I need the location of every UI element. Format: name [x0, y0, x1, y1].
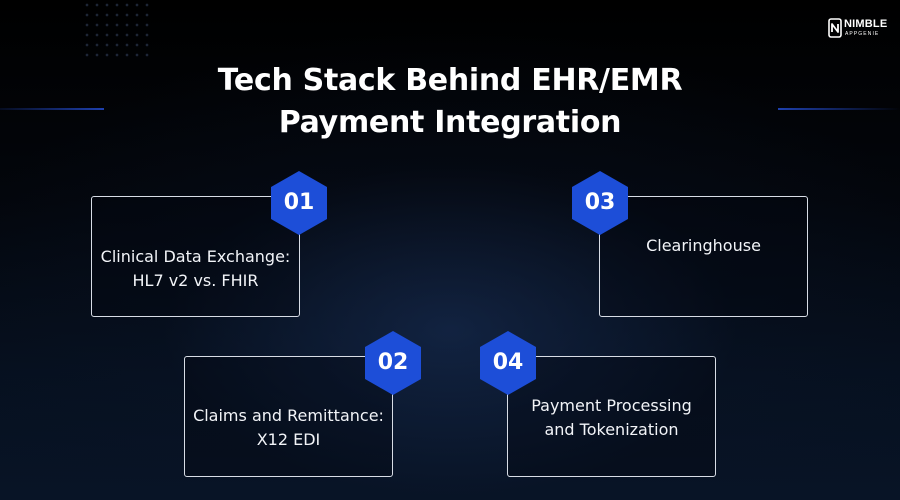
phone-logo-icon: [828, 18, 842, 38]
step-number-01: 01: [283, 190, 315, 215]
decorative-dot-grid: [82, 0, 152, 62]
hexagon-icon: [572, 171, 628, 235]
step-label-01: Clinical Data Exchange: HL7 v2 vs. FHIR: [100, 246, 291, 290]
logo-name: NIMBLE: [844, 18, 888, 30]
step-label-02: Claims and Remittance: X12 EDI: [193, 405, 384, 449]
title-line-2: Payment Integration: [278, 105, 622, 140]
step-badge-01: 01: [270, 170, 328, 236]
hexagon-icon: [271, 171, 327, 235]
step-number-03: 03: [584, 190, 616, 215]
page-title: Tech Stack Behind EHR/EMR Payment Integr…: [150, 60, 750, 144]
step-card-02: Claims and Remittance: X12 EDI: [184, 356, 393, 477]
brand-logo: NIMBLE APPGENIE: [828, 16, 888, 44]
step-badge-03: 03: [571, 170, 629, 236]
step-card-03: Clearinghouse: [599, 196, 808, 317]
step-card-04: Payment Processing and Tokenization: [507, 356, 716, 477]
step-badge-02: 02: [364, 330, 422, 396]
step-label-03: Clearinghouse: [646, 235, 761, 255]
hexagon-icon: [365, 331, 421, 395]
decorative-line-right: [778, 108, 900, 110]
step-number-02: 02: [377, 350, 409, 375]
step-label-04: Payment Processing and Tokenization: [531, 395, 692, 439]
step-number-04: 04: [492, 350, 524, 375]
decorative-line-left: [0, 108, 104, 110]
hexagon-icon: [480, 331, 536, 395]
step-card-01: Clinical Data Exchange: HL7 v2 vs. FHIR: [91, 196, 300, 317]
logo-tagline: APPGENIE: [845, 31, 880, 37]
title-line-1: Tech Stack Behind EHR/EMR: [217, 63, 683, 98]
step-badge-04: 04: [479, 330, 537, 396]
